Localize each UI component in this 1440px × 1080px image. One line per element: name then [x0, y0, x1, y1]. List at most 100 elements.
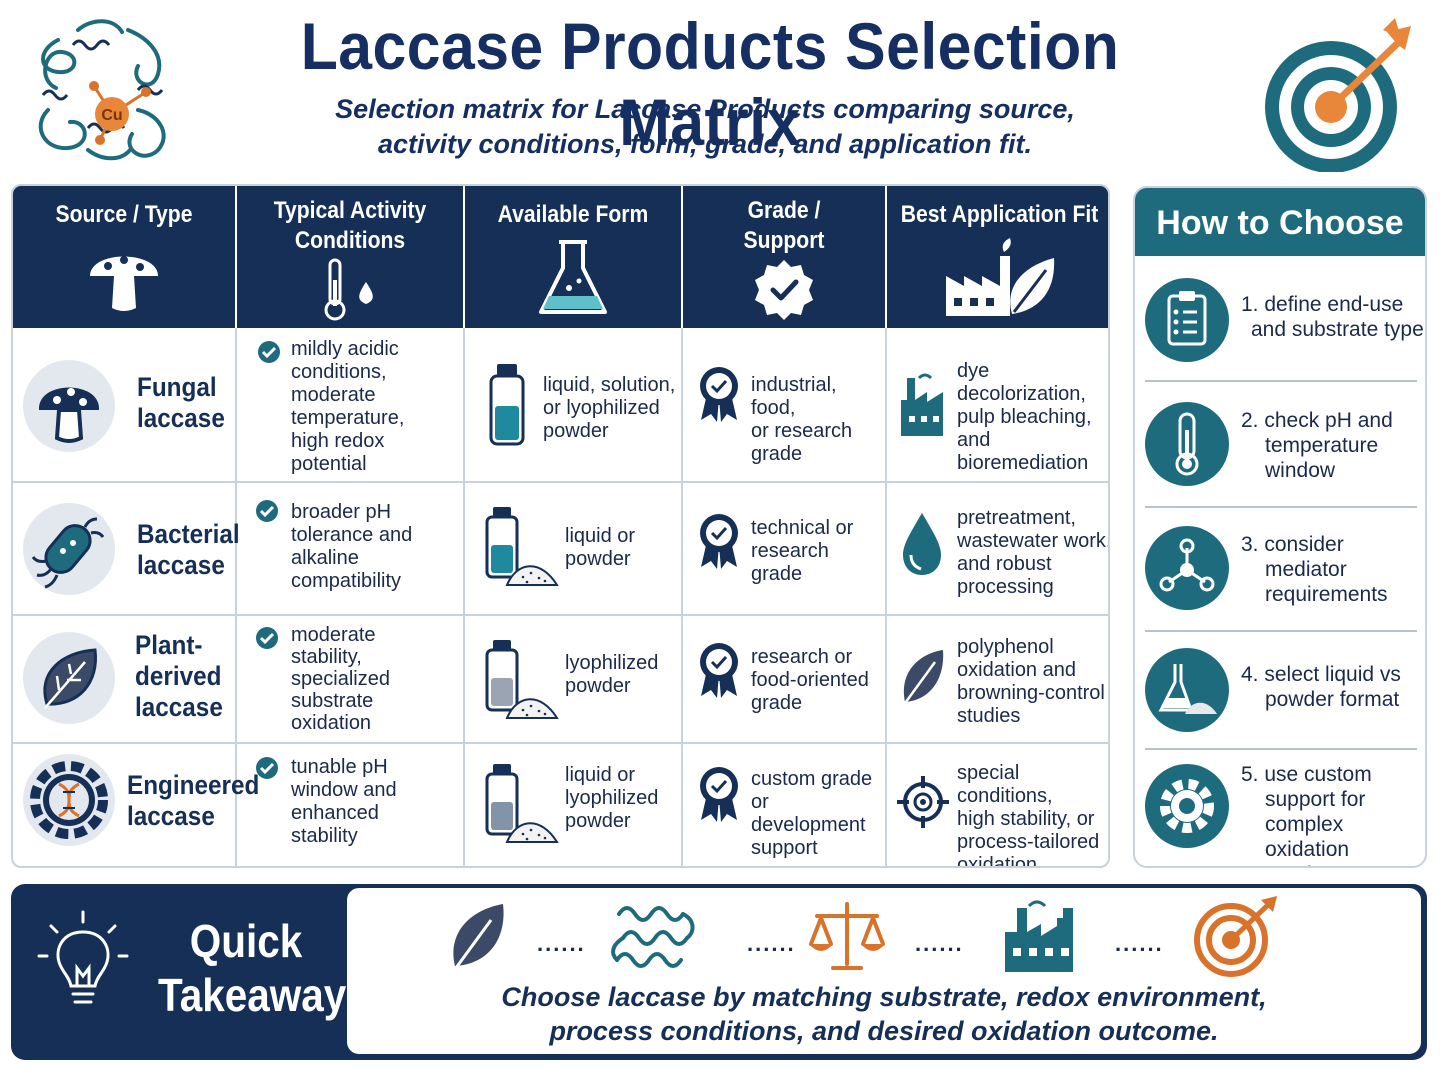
quick-takeaway-content: ...... ...... ...... ...... — [347, 888, 1421, 1054]
water-drop-icon — [903, 513, 941, 575]
vial-powder-icon — [485, 640, 559, 719]
vial-powder-icon — [485, 507, 559, 586]
step-text: 1. define end-use and substrate type — [1241, 293, 1424, 341]
thermometer-icon — [1145, 402, 1229, 486]
how-to-choose-panel: How to Choose 1. define end-use and subs… — [1133, 186, 1427, 868]
molecule-icon — [1145, 526, 1229, 610]
dotted-separator: ...... — [915, 931, 964, 956]
gear-dna-icon — [23, 754, 115, 846]
leaf-icon — [451, 904, 504, 973]
divider — [1145, 506, 1417, 508]
quick-takeaway-text: Choose laccase by matching substrate, re… — [501, 982, 1267, 1046]
flask-icon — [539, 240, 607, 314]
col-header-label: Grade / Support — [743, 197, 825, 254]
vial-icon — [489, 364, 525, 446]
subtitle-line: activity conditions, form, grade, and ap… — [377, 129, 1033, 159]
check-circle-icon — [258, 341, 280, 363]
factory-icon — [901, 373, 943, 436]
target-icon — [1194, 896, 1277, 977]
ribbon-badge-icon — [700, 767, 738, 822]
protein-icon — [611, 906, 695, 968]
panel-title: How to Choose — [1135, 188, 1425, 256]
selection-matrix: Source / Type Typical Activity Condition… — [11, 184, 1110, 868]
protein-copper-logo: Cu — [38, 19, 166, 161]
gear-icon — [1145, 764, 1229, 848]
crosshair-icon — [897, 776, 949, 828]
ribbon-badge-icon — [700, 367, 738, 422]
ribbon-badge-icon — [700, 514, 738, 569]
step-5: 5. use custom support for complex oxidat… — [1135, 760, 1425, 866]
quick-takeaway-label: Quick Takeaway — [158, 915, 347, 1021]
col-header-label: Best Application Fit — [900, 201, 1099, 228]
thermometer-drop-icon — [324, 258, 373, 321]
step-text: 4. select liquid vs powder format — [1241, 663, 1401, 711]
page-subtitle: Selection matrix for Laccase Products co… — [250, 92, 1160, 162]
col-header-form: Available Form — [465, 186, 683, 328]
step-1: 1. define end-use and substrate type — [1135, 276, 1425, 386]
target-arrow-icon — [1265, 18, 1411, 172]
scale-icon — [809, 902, 885, 970]
col-header-grade: Grade / Support — [683, 186, 887, 328]
leaf-icon — [23, 632, 115, 724]
check-circle-icon — [256, 500, 278, 522]
col-header-label: Typical Activity Conditions — [273, 197, 427, 254]
copper-label: Cu — [101, 107, 122, 124]
flask-powder-icon — [1145, 648, 1229, 732]
col-header-label: Available Form — [497, 201, 649, 228]
badge-check-icon — [755, 260, 813, 320]
step-4: 4. select liquid vs powder format — [1135, 646, 1425, 750]
ribbon-badge-icon — [700, 643, 738, 698]
check-circle-icon — [256, 757, 278, 779]
vial-powder-icon — [485, 764, 559, 843]
mushroom-icon — [23, 360, 115, 452]
check-circle-icon — [256, 627, 278, 649]
divider — [1145, 630, 1417, 632]
step-3: 3. consider mediator requirements — [1135, 524, 1425, 634]
col-header-source: Source / Type — [13, 186, 237, 328]
lightbulb-icon — [37, 910, 129, 1004]
factory-icon — [1005, 900, 1073, 972]
dotted-separator: ...... — [537, 931, 586, 956]
step-text: 2. check pH and temperature window — [1241, 409, 1393, 482]
subtitle-line: Selection matrix for Laccase Products co… — [335, 94, 1075, 124]
mushroom-icon — [90, 256, 158, 311]
